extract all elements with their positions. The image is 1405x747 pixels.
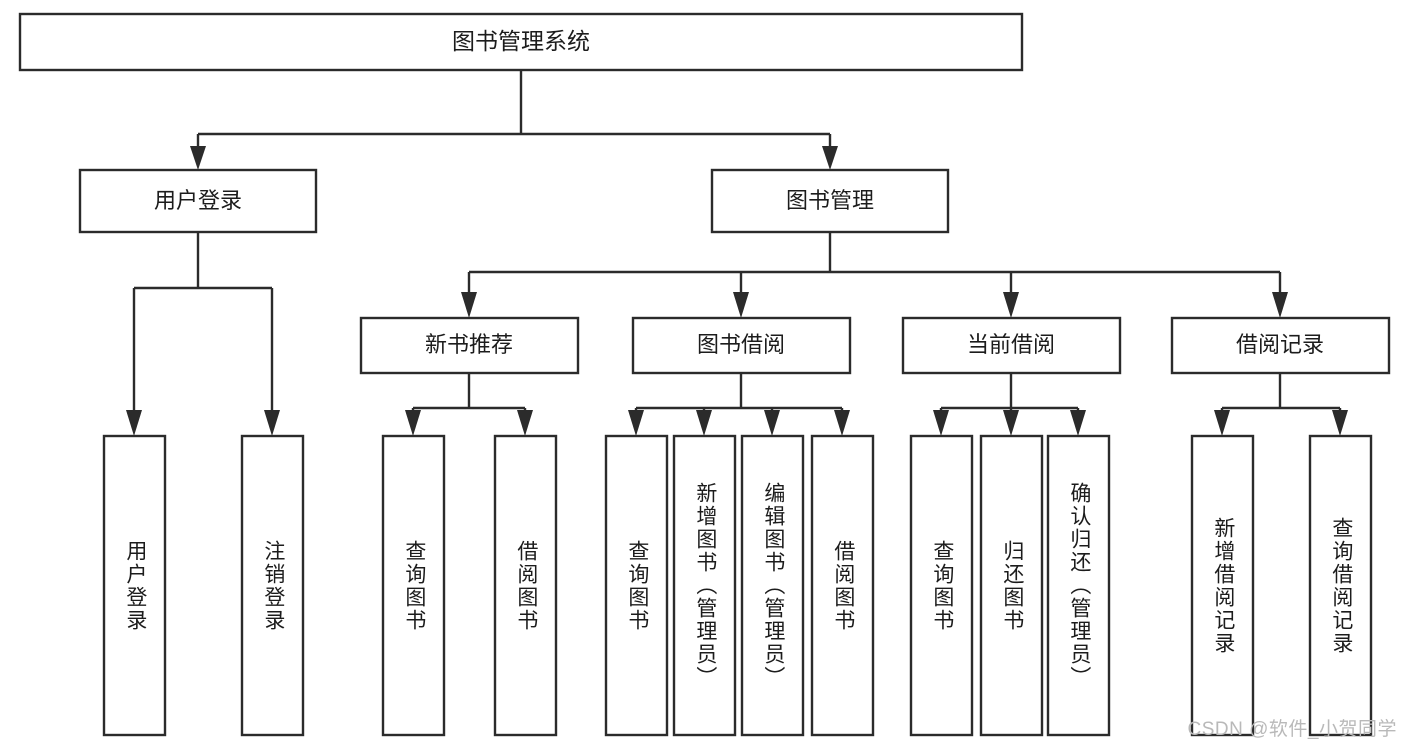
node-new-book-recommend[interactable]: 新书推荐 <box>359 316 580 375</box>
new-book-recommend-box[interactable] <box>359 316 580 375</box>
arrow-head-icon <box>126 410 142 436</box>
leaf-box-add-borrow-record[interactable] <box>1190 434 1255 737</box>
leaf-box-user-login[interactable] <box>102 434 167 737</box>
connector-current-borrow-to-leaves <box>933 373 1086 436</box>
arrow-head-icon <box>1214 410 1230 436</box>
arrow-head-icon <box>696 410 712 436</box>
connector-root-to-level2 <box>190 70 838 170</box>
arrow-head-icon <box>764 410 780 436</box>
arrow-head-icon <box>517 410 533 436</box>
node-user-login[interactable]: 用户登录 <box>78 168 318 234</box>
arrow-head-icon <box>733 292 749 318</box>
current-borrow-box[interactable] <box>901 316 1122 375</box>
node-book-borrow[interactable]: 图书借阅 <box>631 316 852 375</box>
arrow-head-icon <box>264 410 280 436</box>
arrow-head-icon <box>1272 292 1288 318</box>
root-box[interactable] <box>18 12 1024 72</box>
arrow-head-icon <box>834 410 850 436</box>
arrow-head-icon <box>1070 410 1086 436</box>
leaf-box-confirm-return-admin[interactable] <box>1046 434 1111 737</box>
leaf-box-query-book-borrow[interactable] <box>604 434 669 737</box>
connector-new-book-recommend-to-leaves <box>405 373 533 436</box>
leaf-box-query-borrow-record[interactable] <box>1308 434 1373 737</box>
arrow-head-icon <box>628 410 644 436</box>
arrow-head-icon <box>461 292 477 318</box>
leaf-box-return-book[interactable] <box>979 434 1044 737</box>
node-root[interactable]: 图书管理系统 <box>18 12 1024 72</box>
leaf-box-user-logout[interactable] <box>240 434 305 737</box>
current-borrow-label: 当前借阅 <box>967 332 1055 357</box>
arrow-head-icon <box>933 410 949 436</box>
leaf-box-query-book-current[interactable] <box>909 434 974 737</box>
arrow-head-icon <box>405 410 421 436</box>
book-management-label: 图书管理 <box>786 188 874 213</box>
arrow-head-icon <box>1003 292 1019 318</box>
watermark: CSDN @软件_小贺同学 <box>1187 719 1397 740</box>
leaf-box-query-book-recommend[interactable] <box>381 434 446 737</box>
leaf-box-edit-book-admin[interactable] <box>740 434 805 737</box>
node-book-management[interactable]: 图书管理 <box>710 168 950 234</box>
leaf-box-add-book-admin[interactable] <box>672 434 737 737</box>
connector-user-login-to-leaves <box>126 232 280 436</box>
connector-book-management-to-level3 <box>461 232 1288 318</box>
user-login-box[interactable] <box>78 168 318 234</box>
root-label: 图书管理系统 <box>452 28 590 54</box>
arrow-head-icon <box>1003 410 1019 436</box>
arrow-head-icon <box>1332 410 1348 436</box>
leaf-box-borrow-book[interactable] <box>810 434 875 737</box>
connector-borrow-record-to-leaves <box>1214 373 1348 436</box>
book-borrow-label: 图书借阅 <box>697 332 785 357</box>
leaf-box-borrow-book-recommend[interactable] <box>493 434 558 737</box>
connector-book-borrow-to-leaves <box>628 373 850 436</box>
arrow-head-icon <box>822 146 838 170</box>
node-current-borrow[interactable]: 当前借阅 <box>901 316 1122 375</box>
user-login-label: 用户登录 <box>154 188 242 213</box>
node-borrow-record[interactable]: 借阅记录 <box>1170 316 1391 375</box>
arrow-head-icon <box>190 146 206 170</box>
new-book-recommend-label: 新书推荐 <box>425 332 513 357</box>
borrow-record-label: 借阅记录 <box>1236 332 1324 357</box>
